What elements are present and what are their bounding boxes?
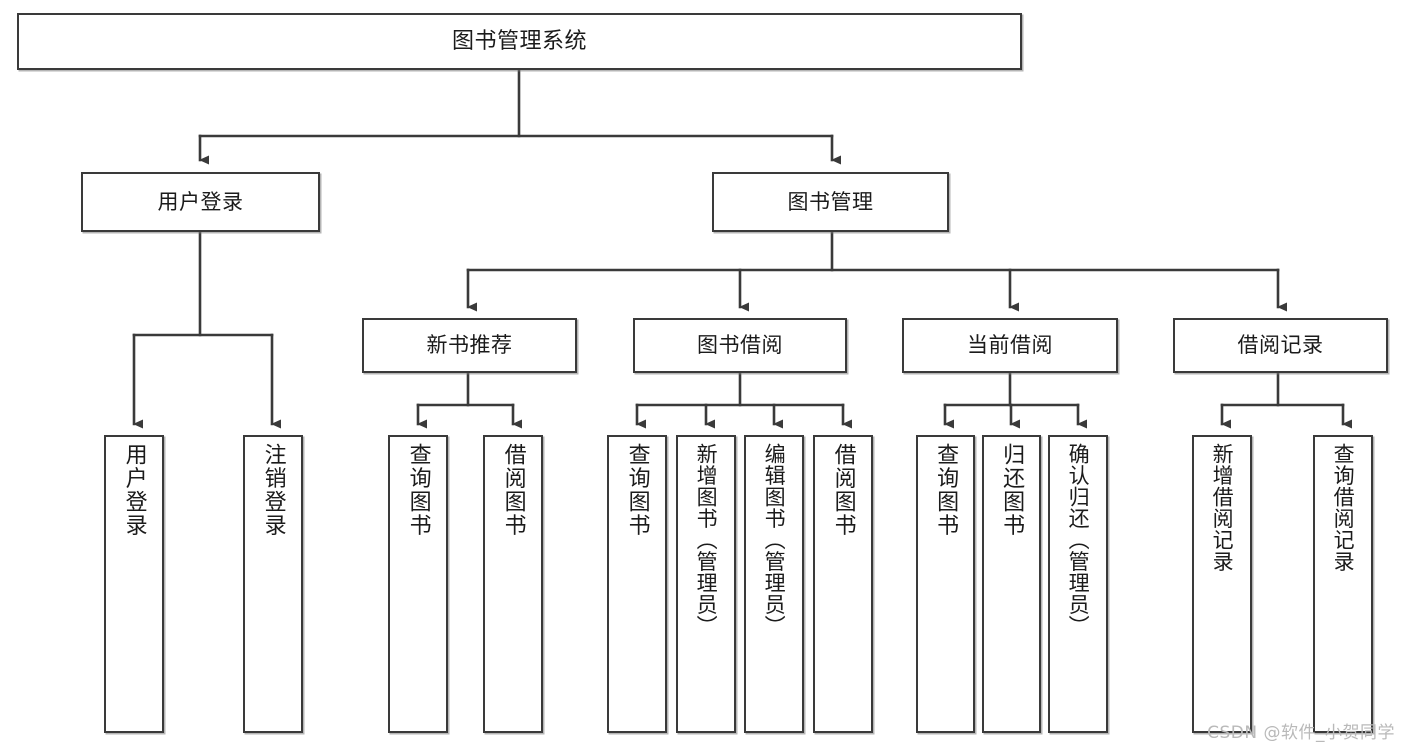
leaf-logout[interactable]: 注销登录 bbox=[243, 435, 303, 733]
node-label: 查询图书 bbox=[405, 443, 431, 537]
node-borrow-record[interactable]: 借阅记录 bbox=[1173, 318, 1388, 373]
node-new-book-recommendation[interactable]: 新书推荐 bbox=[362, 318, 577, 373]
leaf-query-borrow-record[interactable]: 查询借阅记录 bbox=[1313, 435, 1373, 733]
node-current-borrow[interactable]: 当前借阅 bbox=[902, 318, 1118, 373]
node-label: 图书借阅 bbox=[697, 333, 783, 358]
leaf-add-book-admin[interactable]: 新增图书（管理员） bbox=[676, 435, 736, 733]
node-label: 借阅图书 bbox=[500, 443, 526, 537]
leaf-confirm-return-admin[interactable]: 确认归还（管理员） bbox=[1048, 435, 1108, 733]
node-label: 确认归还（管理员） bbox=[1066, 443, 1091, 637]
node-label: 借阅图书 bbox=[830, 443, 856, 537]
leaf-query-book-recommend[interactable]: 查询图书 bbox=[388, 435, 448, 733]
node-label: 查询借阅记录 bbox=[1331, 443, 1356, 572]
node-label: 借阅记录 bbox=[1237, 333, 1324, 358]
leaf-query-book-borrow[interactable]: 查询图书 bbox=[607, 435, 667, 733]
node-label: 新增图书（管理员） bbox=[694, 443, 719, 637]
node-label: 新增借阅记录 bbox=[1210, 443, 1235, 572]
node-root-library-system[interactable]: 图书管理系统 bbox=[17, 13, 1022, 70]
leaf-return-book[interactable]: 归还图书 bbox=[982, 435, 1041, 733]
leaf-borrow-book[interactable]: 借阅图书 bbox=[813, 435, 873, 733]
watermark-text: CSDN @软件_小贺同学 bbox=[1207, 723, 1395, 743]
node-label: 归还图书 bbox=[999, 443, 1025, 537]
node-book-management[interactable]: 图书管理 bbox=[712, 172, 949, 232]
node-label: 图书管理 bbox=[787, 189, 874, 214]
node-user-login[interactable]: 用户登录 bbox=[81, 172, 320, 232]
node-label: 查询图书 bbox=[933, 443, 959, 537]
node-label: 查询图书 bbox=[624, 443, 650, 537]
leaf-edit-book-admin[interactable]: 编辑图书（管理员） bbox=[744, 435, 804, 733]
node-label: 注销登录 bbox=[260, 443, 286, 537]
node-label: 当前借阅 bbox=[967, 333, 1053, 358]
node-label: 图书管理系统 bbox=[451, 28, 587, 54]
leaf-add-borrow-record[interactable]: 新增借阅记录 bbox=[1192, 435, 1252, 733]
node-label: 用户登录 bbox=[121, 443, 147, 537]
leaf-borrow-book-recommend[interactable]: 借阅图书 bbox=[483, 435, 543, 733]
node-book-borrow[interactable]: 图书借阅 bbox=[633, 318, 847, 373]
leaf-user-login[interactable]: 用户登录 bbox=[104, 435, 164, 733]
leaf-query-book-current[interactable]: 查询图书 bbox=[916, 435, 975, 733]
node-label: 编辑图书（管理员） bbox=[762, 443, 787, 637]
node-label: 新书推荐 bbox=[426, 333, 513, 358]
node-label: 用户登录 bbox=[157, 189, 244, 214]
